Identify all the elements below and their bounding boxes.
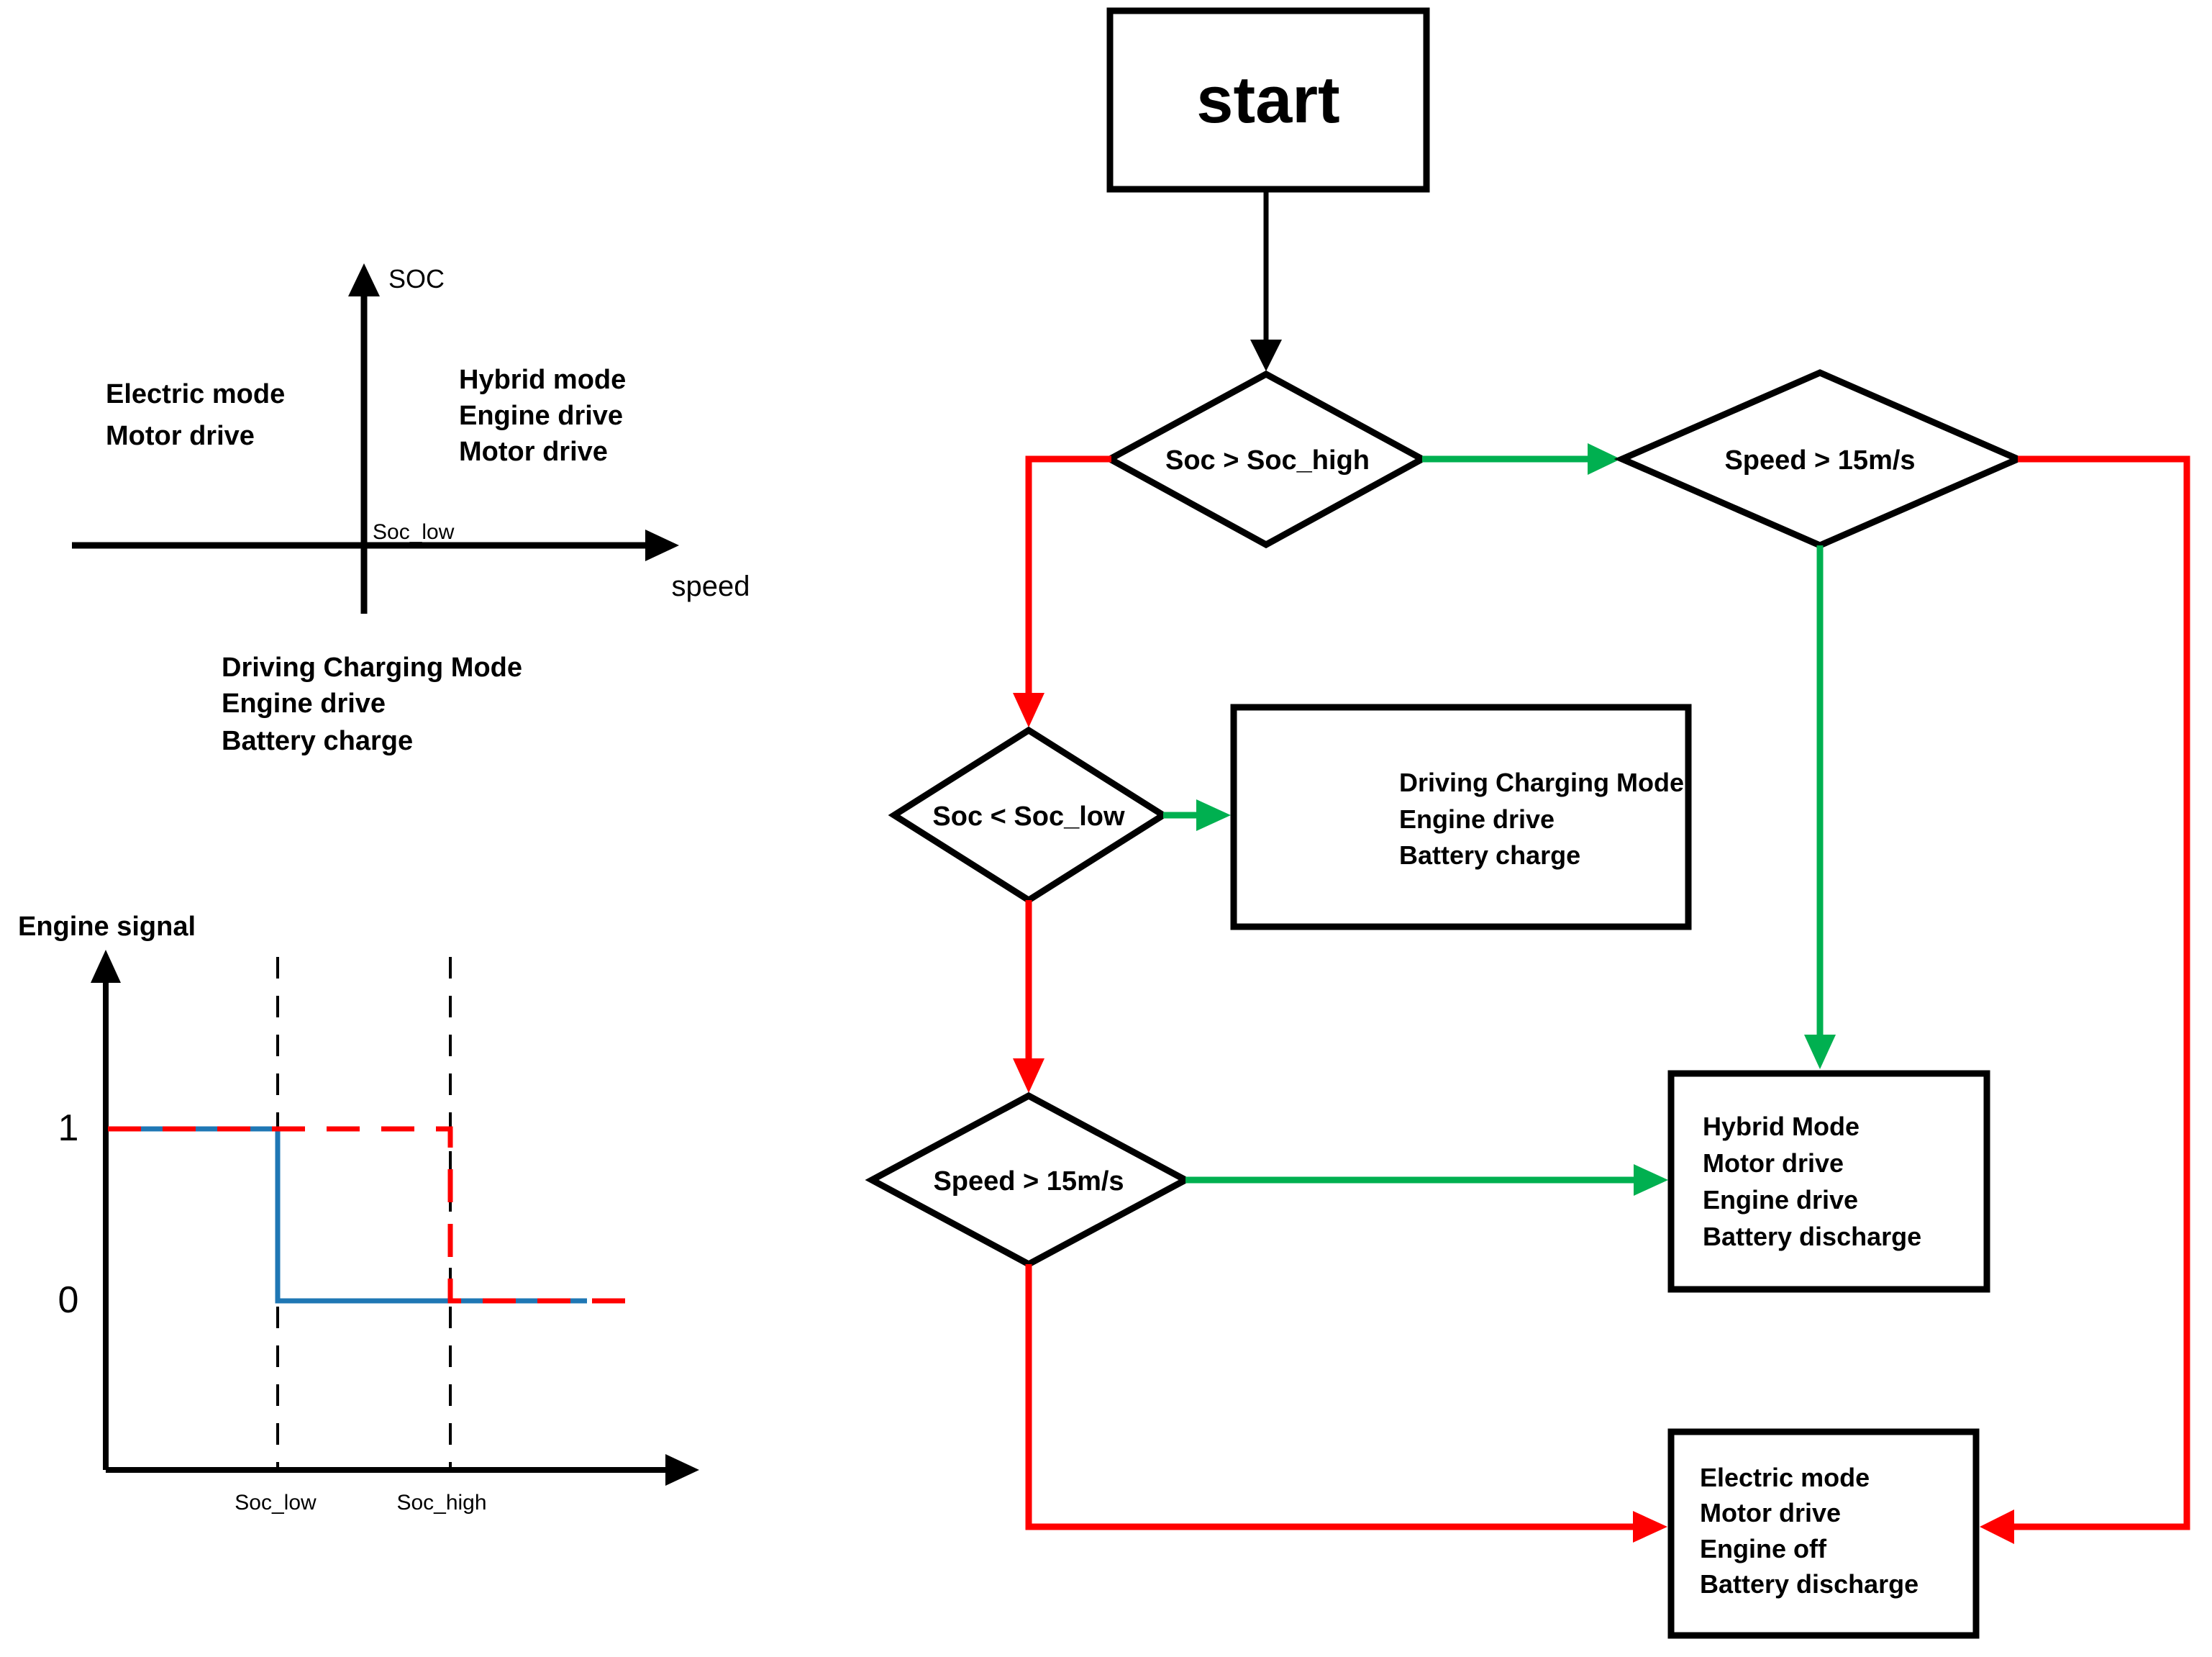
hybrid-box-line3: Engine drive [1703, 1185, 1858, 1215]
arrowhead-green-right-icon [1588, 443, 1621, 475]
electric-mode-node [1667, 1428, 1980, 1639]
signal-tick-soc-low: Soc_low [235, 1491, 317, 1515]
electric-zone-line2: Motor drive [106, 421, 255, 451]
hybrid-box-line4: Battery discharge [1703, 1222, 1921, 1251]
driving-box-line3: Battery charge [1399, 840, 1580, 870]
signal-tick-zero: 0 [58, 1279, 79, 1321]
electric-zone-line1: Electric mode [106, 379, 285, 409]
signal-trace-blue-solid [108, 1126, 587, 1304]
signal-trace-red-dashed [108, 1126, 640, 1304]
electric-box-line1: Electric mode [1700, 1463, 1870, 1492]
charging-zone-line1: Driving Charging Mode [222, 653, 522, 683]
hybrid-zone-line2: Engine drive [459, 401, 623, 431]
no-path-speed-top-to-electric [2011, 455, 2190, 1530]
arrowhead-red-down-icon [1013, 693, 1044, 727]
hybrid-box-line2: Motor drive [1703, 1148, 1844, 1178]
signal-tick-one: 1 [58, 1107, 79, 1149]
driving-box-line2: Engine drive [1399, 804, 1555, 834]
arrowhead-red-left-icon [1980, 1510, 2014, 1544]
quadrant-y-axis-label: SOC [388, 264, 445, 294]
hybrid-mode-node [1667, 1070, 1990, 1293]
hybrid-zone-line1: Hybrid mode [459, 365, 626, 395]
charging-zone-line3: Battery charge [222, 726, 413, 756]
arrowhead-red-down-icon [1013, 1058, 1044, 1093]
start-node-label: start [1196, 63, 1339, 137]
decision-speed-top-label: Speed > 15m/s [1724, 445, 1915, 476]
decision-speed-bottom-label: Speed > 15m/s [933, 1166, 1124, 1197]
signal-plot-title: Engine signal [18, 912, 196, 942]
arrowhead-green-right-icon [1196, 799, 1231, 831]
electric-box-line3: Engine off [1700, 1534, 1827, 1563]
hybrid-zone-line3: Motor drive [459, 437, 608, 467]
driving-box-line1: Driving Charging Mode [1399, 768, 1684, 797]
driving-charging-mode-node [1230, 704, 1692, 930]
charging-zone-line2: Engine drive [222, 689, 386, 719]
electric-box-line2: Motor drive [1700, 1498, 1841, 1527]
electric-box-line4: Battery discharge [1700, 1569, 1919, 1599]
quadrant-x-axis-label: speed [672, 571, 750, 602]
arrowhead-green-down-icon [1804, 1035, 1836, 1069]
decision-soc-gt-soc-high-label: Soc > Soc_high [1165, 445, 1370, 476]
signal-tick-soc-high: Soc_high [396, 1491, 486, 1515]
hybrid-box-line1: Hybrid Mode [1703, 1112, 1860, 1141]
no-path-speed-bottom-to-electric [1025, 1264, 1636, 1530]
signal-y-arrowhead-icon [91, 950, 121, 983]
arrowhead-green-right-icon [1634, 1164, 1668, 1196]
arrowhead-black-down-icon [1250, 340, 1282, 371]
no-path-soc-high-to-soc-low [1025, 455, 1111, 696]
signal-x-arrowhead-icon [665, 1454, 699, 1486]
decision-soc-gt-soc-high [1103, 370, 1429, 549]
start-node [1106, 7, 1430, 193]
arrowhead-red-right-icon [1633, 1511, 1667, 1543]
quadrant-x-arrowhead-icon [645, 530, 679, 561]
decision-soc-lt-soc-low-label: Soc < Soc_low [932, 802, 1125, 832]
quadrant-origin-label: Soc_low [373, 520, 455, 544]
quadrant-y-arrowhead-icon [348, 263, 380, 296]
